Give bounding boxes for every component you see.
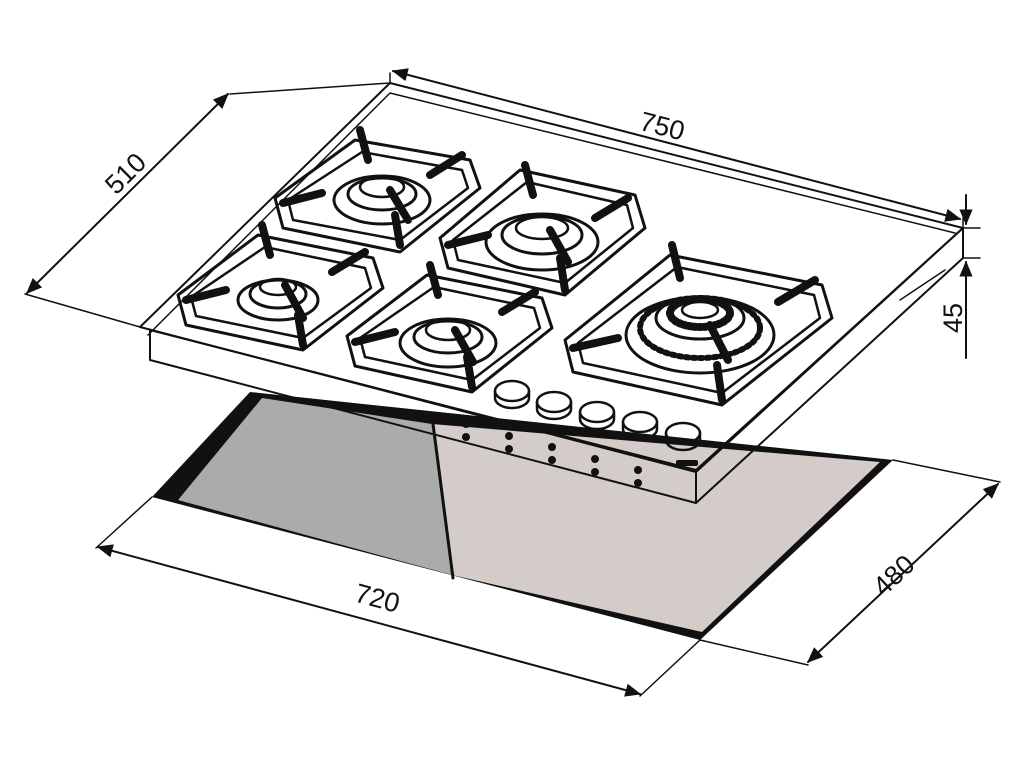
burner-back-left [273,126,482,254]
control-knob [535,390,573,421]
dim-hob-width [389,68,964,229]
control-knob [664,421,702,452]
control-knob [621,410,659,441]
label-hob-width: 750 [637,106,688,146]
burner-front-middle [345,261,554,394]
label-hob-depth: 510 [99,147,152,200]
dim-cutout-width [95,496,701,697]
burner-wok-right [563,241,834,407]
worktop-cutout [152,392,893,640]
label-cutout-depth: 480 [867,549,920,602]
control-knob [578,400,616,431]
cutout-left-face [178,398,452,575]
dimension-lines [24,68,1001,697]
label-hob-height: 45 [938,303,968,333]
dim-hob-height [959,194,981,359]
dim-hob-depth [24,82,391,328]
control-knobs [493,379,702,452]
burner-back-middle [438,161,647,297]
knob-markings [462,420,698,487]
control-knob [493,379,531,410]
dim-cutout-depth [699,459,1001,666]
label-cutout-width: 720 [352,578,403,619]
burner-front-left [176,221,385,352]
